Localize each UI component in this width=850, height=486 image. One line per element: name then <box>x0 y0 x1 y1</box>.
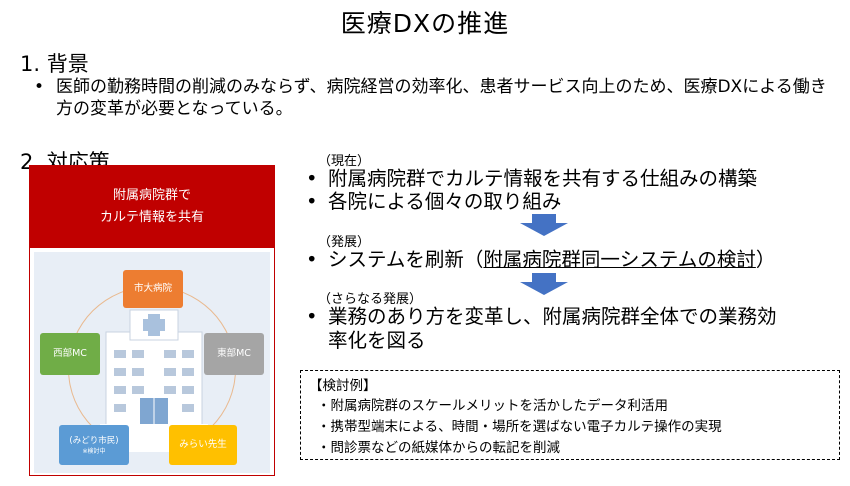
page-title: 医療DXの推進 <box>340 9 510 38</box>
stage-further-item: • 業務のあり方を変革し、附属病院群全体での業務効 率化を図る <box>306 305 826 353</box>
example-item-3: ・問診票などの紙媒体からの転記を削減 <box>317 440 560 456</box>
stage-further-line2: 率化を図る <box>328 329 426 352</box>
stage-development-prefix: システムを刷新（ <box>328 248 484 271</box>
stage-current-text-1: 附属病院群でカルテ情報を共有する仕組みの構築 <box>328 167 758 190</box>
bullet-dot: • <box>306 248 318 271</box>
examples-box: 【検討例】 ・附属病院群のスケールメリットを活かしたデータ利活用 ・携帯型端末に… <box>300 370 840 460</box>
background-bullet: • 医師の勤務時間の削減のみならず、病院経営の効率化、患者サービス向上のため、医… <box>34 76 834 120</box>
examples-title: 【検討例】 <box>309 378 377 394</box>
node-midori-note: ※検討中 <box>82 447 106 455</box>
down-arrow-icon <box>520 214 568 236</box>
stage-further-line1: 業務のあり方を変革し、附属病院群全体での業務効 <box>328 305 777 328</box>
bullet-dot: • <box>34 77 45 97</box>
stage-development-text: システムを刷新（附属病院群同一システムの検討） <box>306 248 826 272</box>
background-text: 医師の勤務時間の削減のみならず、病院経営の効率化、患者サービス向上のため、医療D… <box>56 77 827 119</box>
example-item-1: ・附属病院群のスケールメリットを活かしたデータ利活用 <box>317 398 668 414</box>
panel-illustration: 市大病院 西部MC 東部MC (みどり市民) ※検討中 みらい先生 <box>34 252 270 473</box>
node-city-hospital: 市大病院 <box>123 270 183 308</box>
stage-current-item-2: • 各院による個々の取り組み <box>306 190 826 214</box>
down-arrow-icon <box>520 273 568 295</box>
example-item-2: ・携帯型端末による、時間・場所を選ばない電子カルテ操作の実現 <box>317 419 722 435</box>
shared-records-panel: 附属病院群で カルテ情報を共有 市大病院 西部MC 東部MC (みどり市民) ※… <box>29 165 275 476</box>
bullet-dot: • <box>306 190 318 213</box>
node-west-mc: 西部MC <box>40 333 100 375</box>
panel-header-line1: 附属病院群で <box>112 188 191 203</box>
node-mirai: みらい先生 <box>169 425 237 465</box>
stage-label-further: （さらなる発展） <box>318 292 423 307</box>
stage-current-text-2: 各院による個々の取り組み <box>328 190 562 213</box>
stage-current-item-1: • 附属病院群でカルテ情報を共有する仕組みの構築 <box>306 167 826 191</box>
stage-label-development: （発展） <box>318 235 371 250</box>
stage-development-suffix: ） <box>755 248 776 271</box>
panel-header-line2: カルテ情報を共有 <box>99 210 204 225</box>
node-midori-label: (みどり市民) <box>69 435 119 446</box>
stage-label-current: （現在） <box>318 154 371 169</box>
panel-header: 附属病院群で カルテ情報を共有 <box>30 166 274 248</box>
stage-development-item: • システムを刷新（附属病院群同一システムの検討） <box>306 248 826 272</box>
stage-development-underlined: 附属病院群同一システムの検討 <box>483 248 756 271</box>
node-east-mc: 東部MC <box>204 333 264 375</box>
node-midori: (みどり市民) ※検討中 <box>59 425 129 465</box>
section-heading-background: 1. 背景 <box>20 52 89 76</box>
bullet-dot: • <box>306 305 318 328</box>
bullet-dot: • <box>306 167 318 190</box>
